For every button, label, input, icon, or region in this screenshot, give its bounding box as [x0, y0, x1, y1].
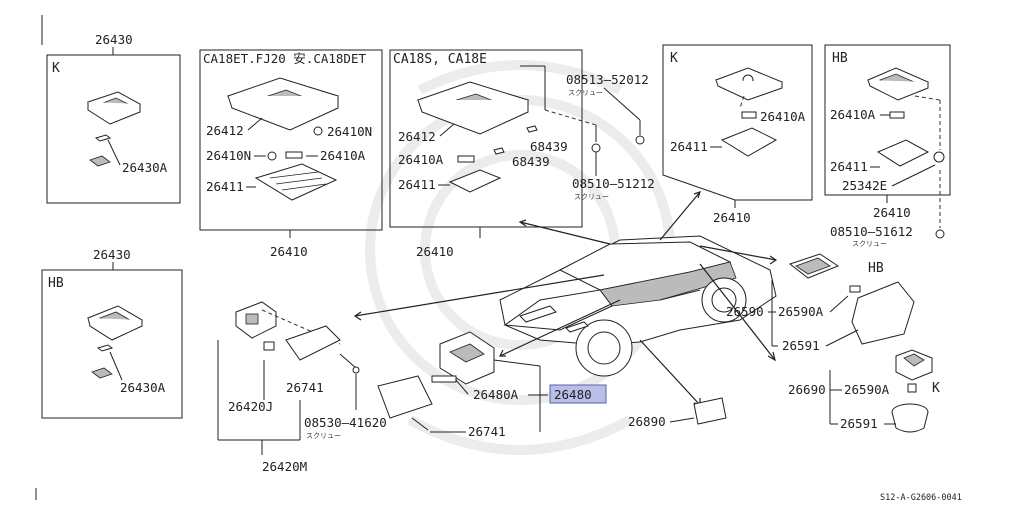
engine-label-na: CA18S, CA18E	[393, 52, 487, 67]
label-68439-b: 68439	[512, 154, 550, 169]
label-26741-a: 26741	[286, 380, 324, 395]
label-26430A-hb: 26430A	[120, 380, 166, 395]
label-26480A: 26480A	[473, 387, 519, 402]
group-ca18s: CA18S, CA18E 26412 68439 26410A 68439 26…	[389, 49, 583, 259]
note-screw-d: スクリュー	[306, 432, 341, 440]
label-26420M: 26420M	[262, 459, 307, 474]
label-26420J: 26420J	[228, 399, 273, 414]
label-26430: 26430	[95, 32, 133, 47]
variant-label-hb: HB	[832, 51, 848, 66]
label-26410-c: 26410	[713, 210, 751, 225]
group-26690-k: K 26690 26590A 26591	[788, 349, 940, 433]
label-26590A-hb: 26590A	[778, 304, 824, 319]
note-screw-a: スクリュー	[568, 89, 603, 97]
label-26411-b: 26411	[398, 177, 436, 192]
leader-arrows	[353, 191, 778, 406]
note-screw-b: スクリュー	[574, 193, 609, 201]
label-26591-k: 26591	[840, 416, 878, 431]
label-26411-a: 26411	[206, 179, 244, 194]
label-26890: 26890	[628, 414, 666, 429]
group-26410-hb: HB 26410A 26411 25342E 26410 08510—51612…	[824, 44, 951, 248]
variant-label-k-3: K	[932, 381, 940, 396]
group-26480: 26480A 26480 26741	[377, 331, 607, 439]
label-26410N-a: 26410N	[327, 124, 372, 139]
label-26591-hb: 26591	[782, 338, 820, 353]
group-26430-hb: 26430 HB 26430A	[41, 247, 183, 419]
variant-label-k-2: K	[670, 51, 678, 66]
label-26430A-k: 26430A	[122, 160, 168, 175]
label-26410A-b: 26410A	[398, 152, 444, 167]
label-26410A-d: 26410A	[830, 107, 876, 122]
label-26590A-k: 26590A	[844, 382, 890, 397]
variant-label-k: K	[52, 61, 60, 76]
label-26411-d: 26411	[830, 159, 868, 174]
label-26412-a: 26412	[206, 123, 244, 138]
variant-label-hb-2: HB	[48, 276, 64, 291]
lamp-housing	[86, 91, 142, 125]
label-08530-41620: 08530—41620	[304, 415, 387, 430]
label-26590-hb: 26590	[726, 304, 764, 319]
label-08510-51612: 08510—51612	[830, 224, 913, 239]
engine-label-turbo: CA18ET.FJ20 安.CA18DET	[203, 51, 366, 66]
label-68439-a: 68439	[530, 139, 568, 154]
note-screw-c: スクリュー	[852, 240, 887, 248]
label-26412-b: 26412	[398, 129, 436, 144]
label-26430-b: 26430	[93, 247, 131, 262]
label-08510-51212: 08510—51212	[572, 176, 655, 191]
label-26410-b: 26410	[416, 244, 454, 259]
label-25342E: 25342E	[842, 178, 887, 193]
label-26410-d: 26410	[873, 205, 911, 220]
group-26420M: 26741 26420J 08530—41620 スクリュー 26420M	[217, 301, 387, 474]
label-26410A-c: 26410A	[760, 109, 806, 124]
group-ca18et: CA18ET.FJ20 安.CA18DET 26412 26410N 26410…	[199, 49, 383, 259]
label-26410-a: 26410	[270, 244, 308, 259]
group-26410-k: K 26410A 26411 26410	[662, 44, 813, 225]
group-26430-k: 26430 K 26430A	[46, 32, 181, 204]
label-26410N-b: 26410N	[206, 148, 251, 163]
label-26410A-a: 26410A	[320, 148, 366, 163]
drawing-code: S12-A-G2606-0041	[880, 493, 962, 503]
group-26590-hb: HB 26590 26590A 26591	[726, 253, 915, 353]
car-outline	[499, 235, 777, 377]
group-26890: 26890	[628, 397, 727, 429]
label-26741-b: 26741	[468, 424, 506, 439]
label-26690: 26690	[788, 382, 826, 397]
label-08513-52012: 08513—52012	[566, 72, 649, 87]
screw-group-top: 08513—52012 スクリュー 08510—51212 スクリュー	[544, 72, 655, 201]
highlight-26480[interactable]	[549, 384, 607, 404]
label-26411-c: 26411	[670, 139, 708, 154]
label-26480[interactable]: 26480	[554, 387, 592, 402]
variant-label-hb-3: HB	[868, 261, 884, 276]
